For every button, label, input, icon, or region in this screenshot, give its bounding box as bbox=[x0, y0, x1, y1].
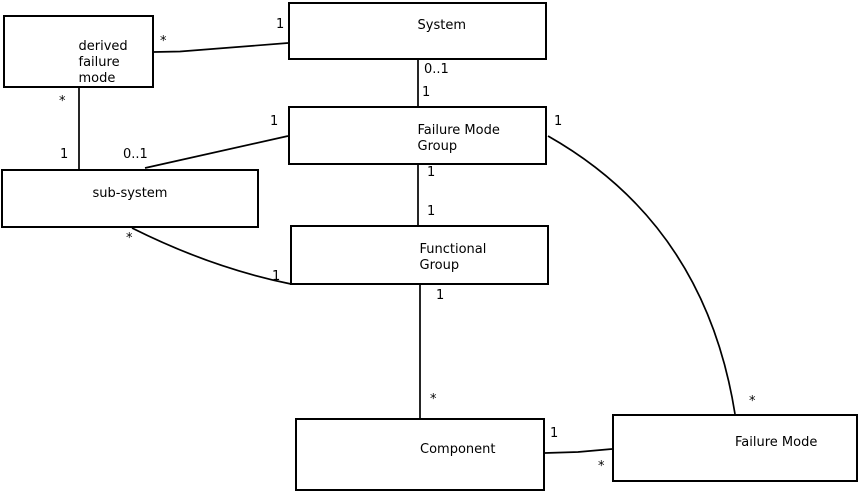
node-sub-system: sub-system bbox=[1, 169, 259, 228]
node-system: System bbox=[288, 2, 547, 60]
node-component: Component bbox=[295, 418, 545, 491]
association-sub-system--failure-mode-group-line bbox=[144, 135, 289, 169]
multiplicity-system-failure-mode-group-target: 1 bbox=[422, 85, 431, 100]
association-sub-system--functional-group-line bbox=[131, 227, 292, 285]
node-functional-group: Functional Group bbox=[290, 225, 549, 285]
node-derived-failure-mode: derived failure mode bbox=[3, 15, 154, 88]
multiplicity-failure-mode-group-functional-group-source: 1 bbox=[427, 165, 436, 180]
node-failure-mode-group-label: Failure Mode Group bbox=[418, 123, 500, 155]
node-label-line: Group bbox=[419, 258, 460, 273]
multiplicity-system-failure-mode-group-source: 0..1 bbox=[424, 62, 449, 77]
multiplicity-derived-failure-mode-system-target: 1 bbox=[276, 17, 285, 32]
node-functional-group-label: Functional Group bbox=[420, 242, 487, 274]
association-failure-mode-group--failure-mode-line bbox=[547, 135, 736, 415]
node-label-line: failure bbox=[78, 55, 120, 70]
node-component-label: Component bbox=[420, 442, 496, 457]
node-label-line: derived bbox=[78, 39, 128, 54]
node-derived-failure-mode-label: derived failure mode bbox=[79, 39, 128, 87]
multiplicity-failure-mode-group-failure-mode-target: * bbox=[749, 394, 756, 409]
multiplicity-component-failure-mode-target: * bbox=[598, 459, 605, 474]
node-failure-mode-group: Failure Mode Group bbox=[288, 106, 547, 165]
multiplicity-derived-failure-mode-sub-system-source: * bbox=[59, 94, 66, 109]
node-label-line: Failure Mode bbox=[417, 123, 500, 138]
node-failure-mode: Failure Mode bbox=[612, 414, 858, 482]
node-label-line: Group bbox=[417, 139, 458, 154]
multiplicity-sub-system-functional-group-target: 1 bbox=[272, 269, 281, 284]
node-sub-system-label: sub-system bbox=[92, 186, 168, 201]
node-label-line: Functional bbox=[419, 242, 487, 257]
node-failure-mode-label: Failure Mode bbox=[735, 435, 818, 450]
multiplicity-failure-mode-group-failure-mode-source: 1 bbox=[554, 114, 563, 129]
multiplicity-sub-system-failure-mode-group-target: 1 bbox=[270, 114, 279, 129]
association-component--failure-mode-line bbox=[544, 448, 613, 454]
multiplicity-functional-group-component-source: 1 bbox=[436, 288, 445, 303]
node-label-line: mode bbox=[78, 71, 116, 86]
multiplicity-derived-failure-mode-system-source: * bbox=[160, 34, 167, 49]
multiplicity-sub-system-functional-group-source: * bbox=[126, 231, 133, 246]
multiplicity-component-failure-mode-source: 1 bbox=[550, 426, 559, 441]
node-system-label: System bbox=[417, 18, 466, 33]
association-derived-failure-mode--system-line bbox=[153, 42, 289, 53]
multiplicity-failure-mode-group-functional-group-target: 1 bbox=[427, 204, 436, 219]
multiplicity-functional-group-component-target: * bbox=[430, 392, 437, 407]
multiplicity-sub-system-failure-mode-group-source: 0..1 bbox=[123, 147, 148, 162]
multiplicity-derived-failure-mode-sub-system-target: 1 bbox=[60, 147, 69, 162]
